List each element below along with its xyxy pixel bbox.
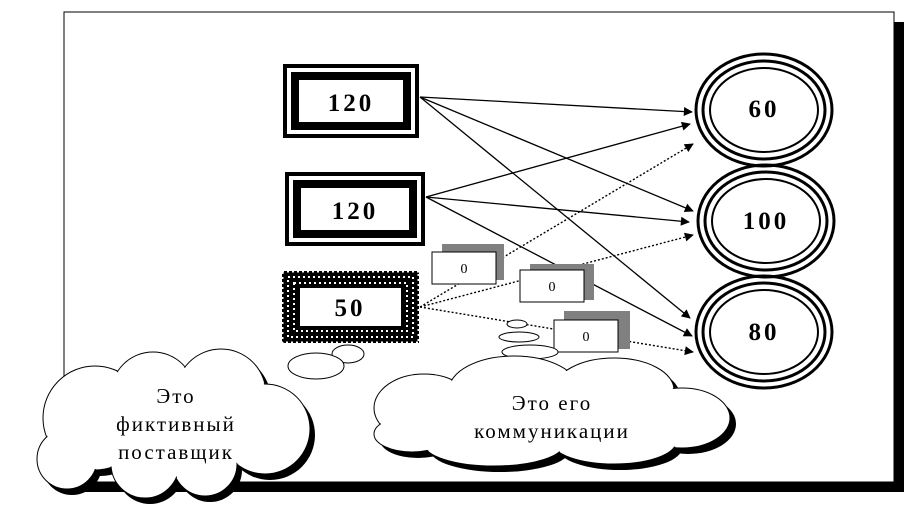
callout-line: Это [156,384,195,408]
consumer-value: 60 [749,96,780,123]
thought-bubbles-communications [498,319,559,360]
supplier-value: 120 [328,90,375,117]
supplier-value: 120 [332,198,379,225]
cost-label: 0 [519,264,594,303]
cost-value: 0 [461,262,468,277]
callout-line: фиктивный [116,412,236,436]
callout-line: коммуникации [474,419,630,443]
cost-label: 0 [553,311,630,353]
arrow-s1-c1 [419,96,693,117]
callout-line: Это его [512,391,592,415]
arrow-s1-c2 [419,96,694,213]
arrow-s2-c1 [425,121,691,198]
cost-value: 0 [583,330,590,345]
arrow-s1-c3 [419,96,691,319]
arrow-s2-c2 [425,196,690,226]
callout-cloud-supplier: Это фиктивный поставщик [36,348,315,504]
callout-cloud-communications: Это его коммуникации [373,355,736,472]
cost-label: 0 [431,244,504,285]
supplier-value: 50 [335,295,366,322]
cost-value: 0 [549,280,556,295]
supplier-node: 120 [283,64,419,138]
thought-bubbles-supplier [287,344,365,380]
fictitious-supplier-node: 50 [280,269,421,345]
consumer-value: 100 [743,208,790,235]
supplier-node: 120 [285,172,425,246]
consumer-node: 60 [694,52,834,168]
consumer-node: 80 [694,274,834,390]
consumer-value: 80 [749,319,780,346]
consumer-node: 100 [696,163,836,279]
callout-line: поставщик [118,440,234,464]
